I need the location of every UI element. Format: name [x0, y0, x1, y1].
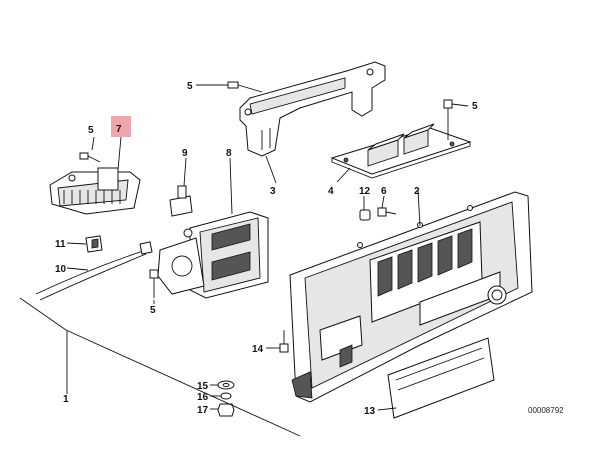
callout-4[interactable]: 4	[328, 186, 334, 197]
screw-5-switch[interactable]	[79, 152, 101, 163]
part-14-screw[interactable]	[279, 330, 289, 353]
leader-lines	[66, 84, 469, 411]
part-13-trim-cover[interactable]	[387, 337, 495, 419]
part-15-washer[interactable]	[217, 380, 235, 390]
part-17-nut[interactable]	[217, 403, 235, 417]
callout-5-control[interactable]: 5	[150, 305, 156, 316]
part-1-reference-line	[19, 297, 301, 437]
callout-6[interactable]: 6	[381, 186, 387, 197]
screw-5-top[interactable]	[227, 81, 263, 93]
callout-13[interactable]: 13	[364, 406, 376, 417]
part-3-mounting-bracket[interactable]	[239, 61, 386, 157]
callout-16[interactable]: 16	[197, 392, 209, 403]
callout-8[interactable]: 8	[226, 148, 232, 159]
part-11-clip[interactable]	[85, 235, 103, 253]
part-4-circuit-board[interactable]	[330, 123, 472, 179]
callout-5-switch[interactable]: 5	[88, 125, 94, 136]
callout-15[interactable]: 15	[197, 381, 209, 392]
callout-12[interactable]: 12	[359, 186, 371, 197]
callout-14[interactable]: 14	[252, 344, 264, 355]
part-12-grommet[interactable]	[359, 209, 371, 221]
part-16-washer[interactable]	[220, 392, 232, 400]
part-10-cable[interactable]	[35, 241, 153, 301]
highlight-box-part-7	[111, 116, 131, 137]
callout-7[interactable]: 7	[116, 124, 122, 135]
callout-2[interactable]: 2	[414, 186, 420, 197]
screw-5-control[interactable]	[149, 269, 159, 298]
part-2-panel-housing[interactable]	[289, 191, 533, 403]
callout-9[interactable]: 9	[182, 148, 188, 159]
callout-3[interactable]: 3	[270, 186, 276, 197]
part-7-switch-assembly[interactable]	[49, 167, 141, 215]
callout-1[interactable]: 1	[63, 394, 69, 405]
callout-5-top[interactable]: 5	[187, 81, 193, 92]
callout-10[interactable]: 10	[55, 264, 67, 275]
callout-5-board[interactable]: 5	[472, 101, 478, 112]
callout-11[interactable]: 11	[55, 239, 66, 250]
diagram-reference-number: 00008792	[528, 406, 564, 415]
callout-17[interactable]: 17	[197, 405, 209, 416]
part-6-screw[interactable]	[377, 207, 397, 217]
part-9-knob[interactable]	[169, 185, 193, 217]
part-8-control-unit[interactable]	[157, 211, 269, 299]
